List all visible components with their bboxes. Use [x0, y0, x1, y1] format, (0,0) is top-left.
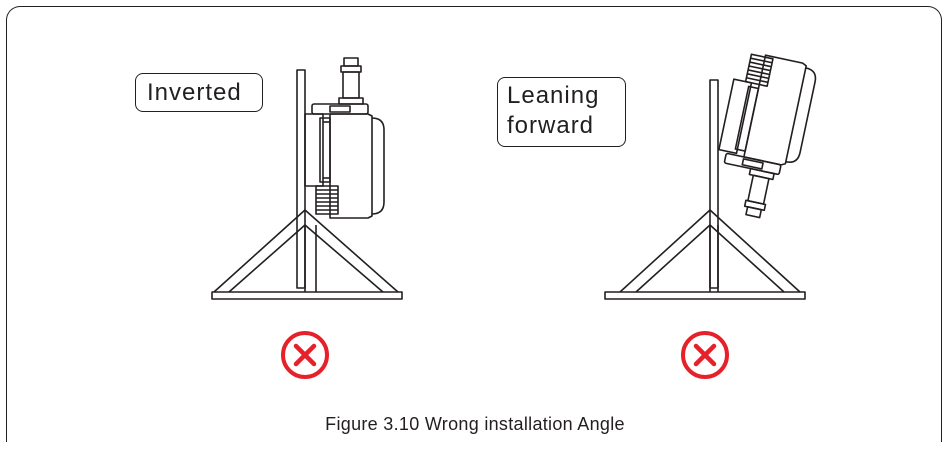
mounting-stand-right [604, 79, 806, 300]
figure-caption: Figure 3.10 Wrong installation Angle [325, 414, 625, 434]
mounting-stand-left [211, 69, 403, 300]
inverter-inverted [304, 57, 385, 219]
label-inverted: Inverted [135, 73, 263, 112]
label-leaning-line1: Leaning [507, 82, 600, 109]
cross-circle-icon [681, 331, 729, 379]
figure-frame [6, 6, 942, 442]
label-leaning-forward: Leaning forward [497, 77, 626, 147]
cross-circle-icon [281, 331, 329, 379]
inverter-leaning [718, 53, 817, 219]
label-leaning-line2: forward [507, 112, 595, 139]
